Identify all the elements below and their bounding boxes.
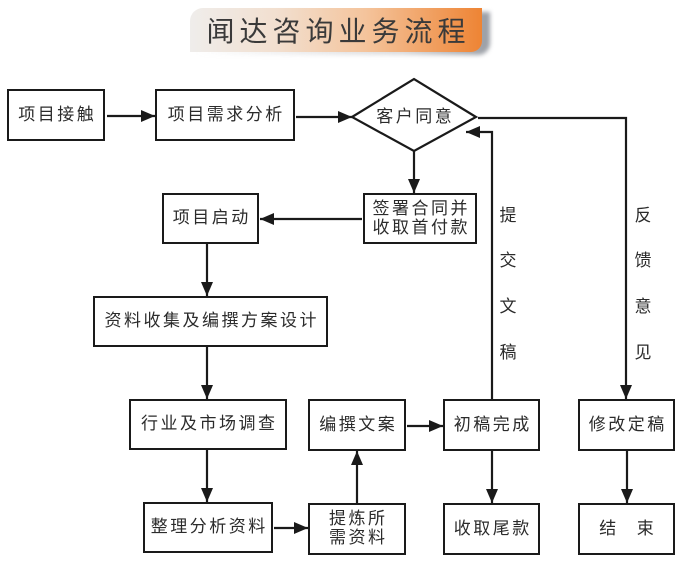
node-project-start: 项目启动 <box>162 193 259 244</box>
edge-label-submit-draft-char: 稿 <box>499 343 517 363</box>
page-title: 闻达咨询业务流程 <box>206 15 471 48</box>
node-label: 修改定稿 <box>588 414 667 435</box>
node-label: 初稿完成 <box>453 414 532 435</box>
node-end: 结 束 <box>578 503 675 555</box>
node-label: 项目需求分析 <box>167 104 285 125</box>
node-requirement-analysis: 项目需求分析 <box>155 89 295 141</box>
node-label: 编撰文案 <box>319 414 398 435</box>
node-label-line-2: 需资料 <box>329 528 388 548</box>
node-sign-contract: 签署合同并 收取首付款 <box>363 193 477 244</box>
node-draft-complete: 初稿完成 <box>443 399 540 451</box>
node-collect-final-payment: 收取尾款 <box>443 503 540 555</box>
node-write-copy: 编撰文案 <box>308 399 406 451</box>
edge-label-submit-draft-char: 提 <box>499 206 517 226</box>
node-project-contact: 项目接触 <box>7 89 105 141</box>
edge-label-feedback-char: 反 <box>634 206 652 226</box>
node-organize-analysis: 整理分析资料 <box>143 502 273 553</box>
node-label: 整理分析资料 <box>150 517 268 537</box>
node-label: 资料收集及编撰方案设计 <box>104 311 319 331</box>
edge-agree-feedback-to-revise <box>478 116 632 399</box>
node-label: 行业及市场调查 <box>141 414 278 434</box>
decision-label-client-agree: 客户同意 <box>376 107 455 127</box>
node-label: 收取尾款 <box>453 518 532 539</box>
decision-diamond-client-agree <box>349 77 479 153</box>
edge-label-submit-draft-char: 交 <box>499 251 517 271</box>
node-label: 项目启动 <box>172 208 251 228</box>
node-label: 项目接触 <box>18 104 97 125</box>
node-label: 结 束 <box>599 518 657 539</box>
edge-draft-submit-to-agree <box>466 126 494 399</box>
edge-label-feedback-char: 见 <box>634 343 652 363</box>
node-revise-final: 修改定稿 <box>578 399 675 451</box>
node-extract-data: 提炼所 需资料 <box>308 503 406 555</box>
node-label-line-1: 提炼所 <box>329 509 388 529</box>
title-banner: 闻达咨询业务流程 <box>190 8 482 52</box>
node-data-collection: 资料收集及编撰方案设计 <box>93 296 328 347</box>
node-label-line-1: 签署合同并 <box>372 198 470 219</box>
edge-label-feedback-char: 馈 <box>634 251 652 271</box>
edge-label-submit-draft-char: 文 <box>499 297 517 317</box>
node-market-research: 行业及市场调查 <box>129 399 287 450</box>
edge-label-feedback-char: 意 <box>634 297 652 317</box>
node-label-line-2: 收取首付款 <box>372 217 470 238</box>
